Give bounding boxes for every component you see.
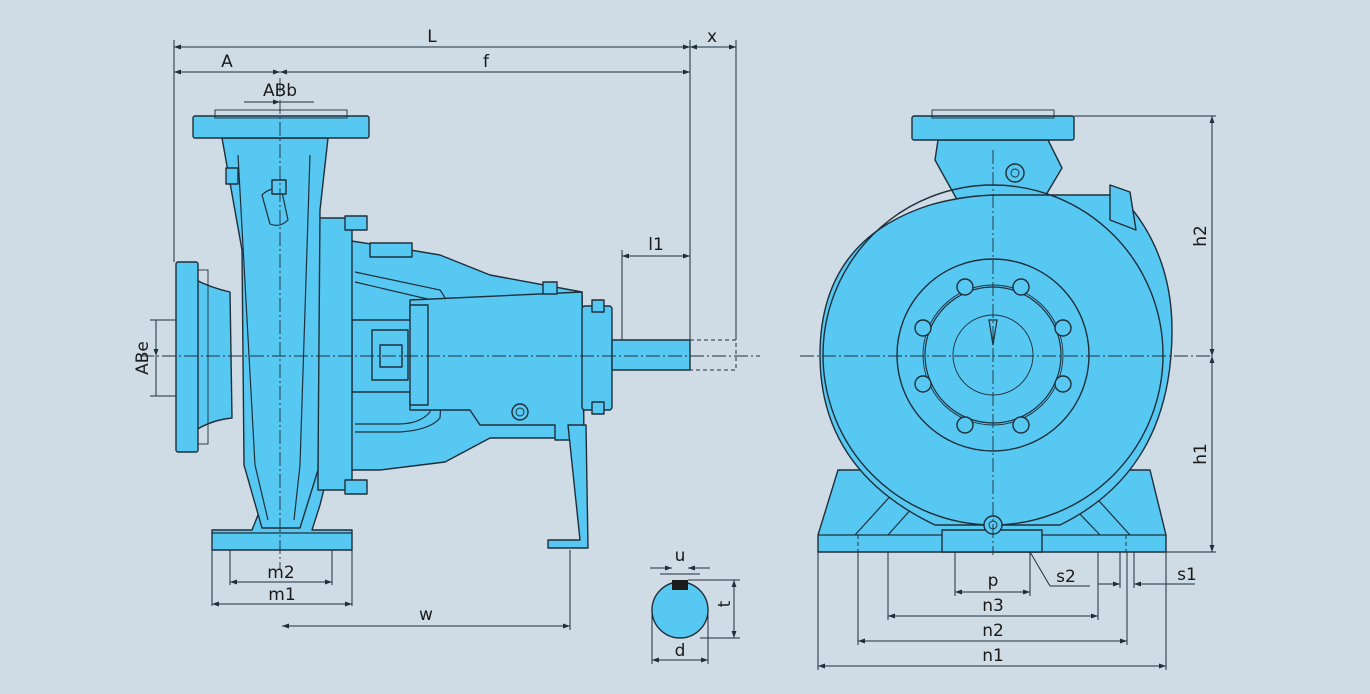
dim-label-l1: l1 [648,235,664,255]
support-bracket [547,424,589,549]
dim-label-m1: m1 [268,585,295,605]
dim-label-t: t [715,600,735,607]
dim-label-ABe: ABe [133,341,153,375]
dim-label-m2: m2 [267,563,294,583]
dim-label-h2: h2 [1191,225,1211,247]
dim-label-L: L [427,27,437,47]
dim-label-n3: n3 [982,596,1004,616]
shaft-cross-section [651,581,709,639]
front-view [800,109,1212,555]
dim-label-x: x [707,27,717,47]
dim-label-s2: s2 [1056,567,1076,587]
side-dimensions: L x A f ABb ABe l1 m2 m1 w [133,27,737,630]
dim-label-p: p [988,571,999,591]
dim-label-A: A [221,52,233,72]
flange-bolt-holes [914,278,1072,434]
dim-label-f: f [483,52,490,72]
dim-label-w: w [419,605,433,625]
volute-casing [221,137,329,529]
discharge-flange [192,115,370,139]
shaft [611,339,691,371]
bearing-cover [581,305,613,411]
dim-label-ABb: ABb [263,81,297,101]
front-discharge-flange [911,115,1075,141]
dim-label-n1: n1 [982,646,1004,666]
side-view [140,78,760,570]
suction-flange [175,261,199,453]
dim-label-s1: s1 [1177,565,1197,585]
dim-label-d: d [675,641,686,661]
dim-label-h1: h1 [1191,443,1211,465]
front-dimensions: h2 h1 p s2 s1 n3 n2 n1 [817,115,1216,670]
dim-label-n2: n2 [982,621,1004,641]
shaft-section: u t d [650,546,740,664]
dim-label-u: u [675,546,686,566]
